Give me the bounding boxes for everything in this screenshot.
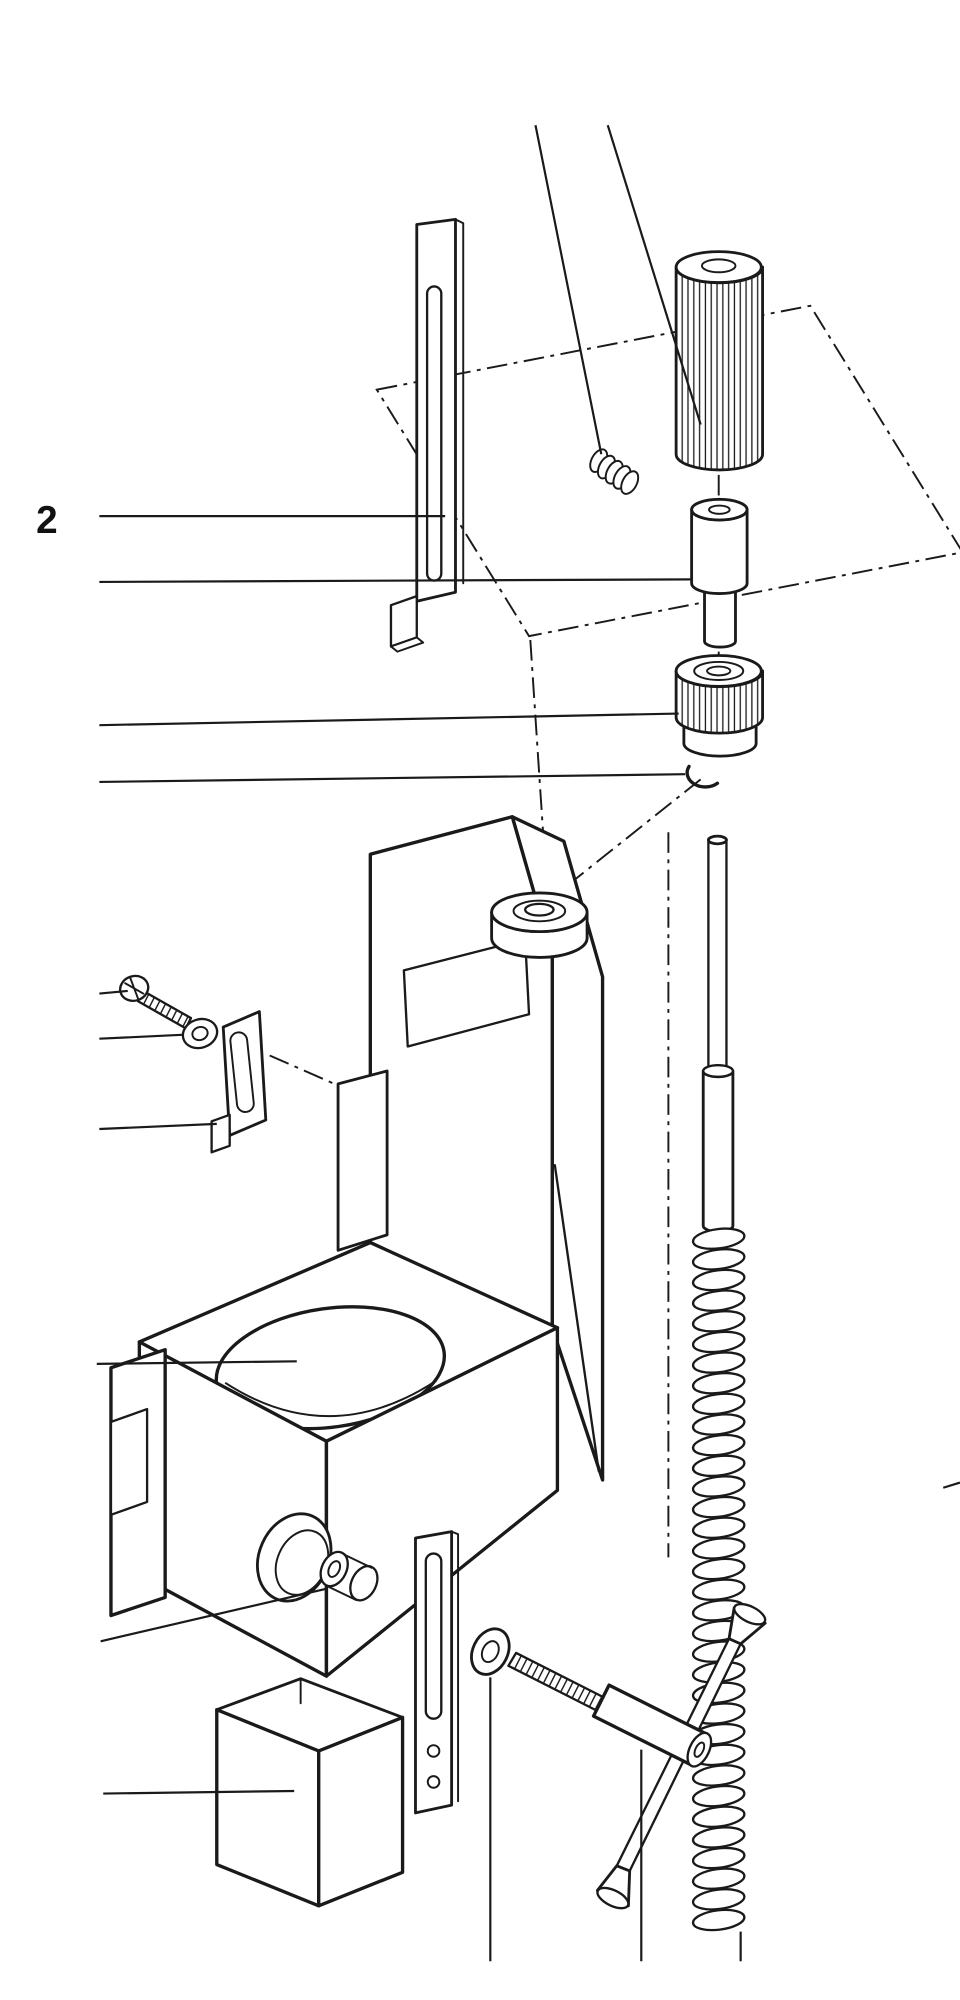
leader-screw xyxy=(99,989,128,995)
leader-top-spring xyxy=(534,124,603,455)
return-spring xyxy=(690,1224,747,1934)
body-gusset-edge xyxy=(553,1164,600,1473)
clamp-block xyxy=(109,1348,167,1618)
upper-slide-bar xyxy=(389,217,465,653)
pan-head-screw xyxy=(119,974,193,1030)
arm-right-face xyxy=(324,1326,560,1678)
leader-pivot-bushing xyxy=(100,1587,328,1643)
bar-hole-2 xyxy=(426,1775,441,1789)
leader-top-knob xyxy=(606,124,702,425)
slotted-clip xyxy=(210,1010,268,1154)
leader-bore xyxy=(96,1360,297,1365)
carriage-body xyxy=(109,815,605,1678)
spacer-bushing xyxy=(690,497,749,649)
boss-hole xyxy=(524,902,555,917)
plane-corner-centerline xyxy=(529,639,549,893)
leader-lines xyxy=(96,124,960,1962)
bar-hole-1 xyxy=(426,1744,441,1758)
lower-slide-bar xyxy=(414,1530,460,1815)
body-side-rib xyxy=(336,1069,389,1252)
flat-washer xyxy=(470,1627,511,1676)
leader-nut xyxy=(99,712,679,727)
screw-shank xyxy=(507,1651,609,1714)
projection-plane xyxy=(375,304,960,638)
pivot-bushing xyxy=(319,1550,379,1602)
small-coil-spring xyxy=(589,448,640,495)
knurled-knob xyxy=(674,250,764,472)
mounting-boss xyxy=(490,891,589,959)
leader-clip xyxy=(99,1122,217,1131)
leader-small-washer xyxy=(99,1033,182,1040)
column-bore-depth xyxy=(224,1379,438,1418)
guide-column xyxy=(701,834,735,1234)
leader-bushing xyxy=(99,578,692,584)
leader-shoe xyxy=(103,1789,295,1795)
clamp-slot xyxy=(109,1407,149,1516)
body-label-recess xyxy=(402,938,531,1048)
sheet-metal-shoe xyxy=(215,1677,405,1908)
retaining-hook xyxy=(685,764,720,789)
leader-hook xyxy=(99,773,686,784)
knurled-lock-nut xyxy=(674,654,764,758)
axis-centerline-to-boss xyxy=(554,778,702,897)
small-washer xyxy=(181,1017,219,1050)
leader-right-edge xyxy=(942,1481,960,1489)
callout-2-label: 2 xyxy=(36,499,58,542)
t-handle-clamp-screw xyxy=(507,1602,767,1910)
clip-centerline xyxy=(269,1054,344,1089)
